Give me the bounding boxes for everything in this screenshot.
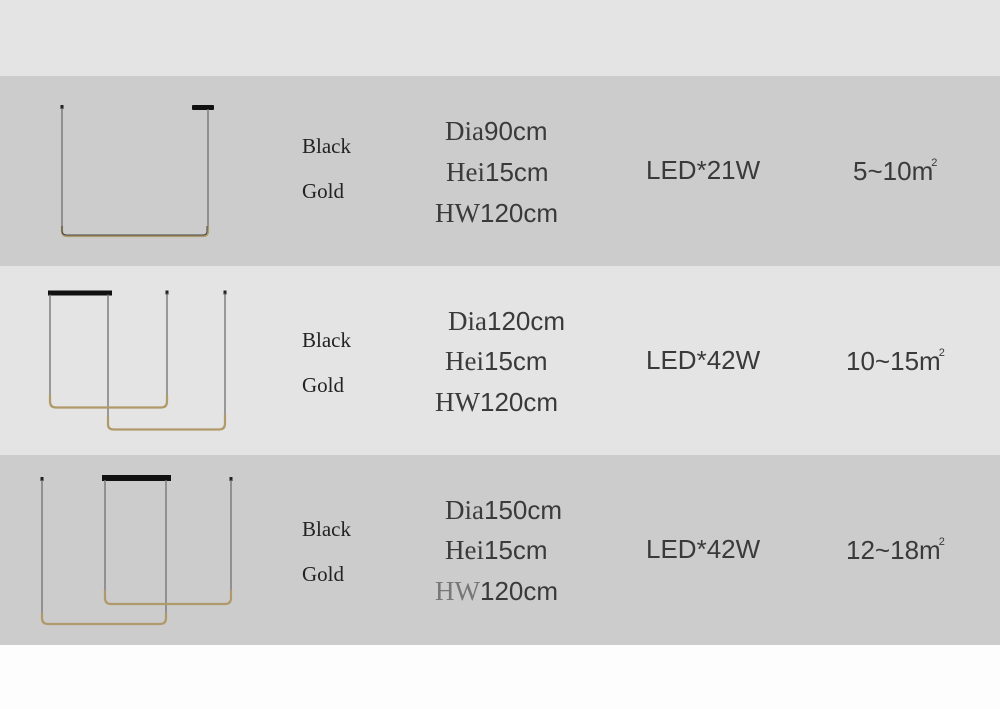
- finish-black: Black: [302, 134, 351, 158]
- dim-hanging-wire: HW120cm: [435, 576, 559, 606]
- dim-hanging-wire: HW120cm: [435, 387, 559, 417]
- pendant-lamp-icon: [40, 475, 233, 626]
- finish-black: Black: [302, 328, 351, 352]
- finish-gold: Gold: [302, 373, 344, 397]
- coverage-area: 12~18m2: [846, 535, 945, 565]
- dim-height: Hei15cm: [445, 346, 548, 376]
- pendant-lamp-icon: [48, 290, 227, 431]
- finish-gold: Gold: [302, 179, 344, 203]
- pendant-lamp-icon: [60, 105, 214, 238]
- dim-hanging-wire: HW120cm: [435, 198, 559, 228]
- finish-gold: Gold: [302, 562, 344, 586]
- coverage-area: 5~10m2: [853, 156, 938, 186]
- lamp-double-illustration: [0, 266, 260, 456]
- top-spacer-band: [0, 0, 1000, 76]
- coverage-area: 10~15m2: [846, 346, 945, 376]
- dim-height: Hei15cm: [446, 157, 549, 187]
- finish-black: Black: [302, 517, 351, 541]
- dim-diameter: Dia120cm: [448, 306, 566, 336]
- power-rating: LED*21W: [646, 155, 761, 185]
- lamp-single-illustration: [0, 76, 260, 266]
- dim-diameter: Dia150cm: [445, 495, 563, 525]
- product-row-2: Black Gold Dia120cm Hei15cm HW120cm LED*…: [0, 266, 1000, 455]
- power-rating: LED*42W: [646, 534, 761, 564]
- dim-height: Hei15cm: [445, 535, 548, 565]
- lamp-double-offset-illustration: [0, 455, 260, 645]
- power-rating: LED*42W: [646, 345, 761, 375]
- dim-diameter: Dia90cm: [445, 116, 548, 146]
- product-row-1: Black Gold Dia90cm Hei15cm HW120cm LED*2…: [0, 76, 1000, 266]
- product-row-3: Black Gold Dia150cm Hei15cm HW120cm LED*…: [0, 455, 1000, 645]
- bottom-spacer-band: [0, 645, 1000, 709]
